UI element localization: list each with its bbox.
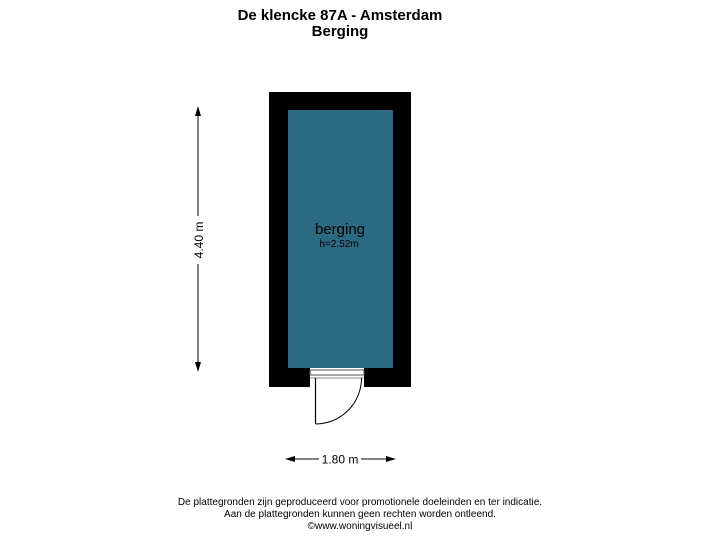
copyright-line: ©www.woningvisueel.nl bbox=[307, 521, 413, 532]
room-height-label: h=2.52m bbox=[319, 239, 358, 250]
disclaimer-line-2: Aan de plattegronden kunnen geen rechten… bbox=[224, 509, 496, 520]
disclaimer-footer: De plattegronden zijn geproduceerd voor … bbox=[0, 497, 720, 533]
dimension-arrow-top bbox=[195, 106, 201, 116]
dimension-arrow-bottom bbox=[195, 362, 201, 372]
room-name-label: berging bbox=[315, 221, 365, 238]
dimension-arrow-right bbox=[386, 456, 396, 462]
door-threshold bbox=[309, 369, 365, 376]
dimension-label-bg bbox=[190, 216, 206, 264]
dimension-label-vertical: 4.40 m bbox=[192, 222, 206, 259]
room-berging bbox=[288, 110, 393, 368]
dimension-label-horizontal: 1.80 m bbox=[322, 453, 359, 467]
disclaimer-line-1: De plattegronden zijn geproduceerd voor … bbox=[177, 497, 543, 508]
plan-title-floor: Berging bbox=[311, 23, 369, 40]
plan-title-address: De klencke 87A - Amsterdam bbox=[237, 7, 443, 24]
door-swing-arc bbox=[315, 377, 362, 425]
dimension-label-bg-h bbox=[319, 451, 361, 467]
dimension-arrow-left bbox=[285, 456, 295, 462]
